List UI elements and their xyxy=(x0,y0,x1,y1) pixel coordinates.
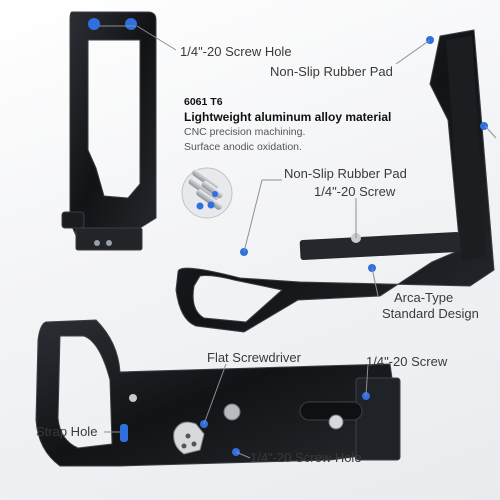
alloy-grade: 6061 T6 xyxy=(184,96,223,108)
callout-pad-top: Non-Slip Rubber Pad xyxy=(270,64,393,79)
callout-arca-line2: Standard Design xyxy=(382,306,479,321)
callout-screw-bottom: 1/4"-20 Screw xyxy=(366,354,448,369)
aluminum-rods-inset xyxy=(181,167,233,219)
material-heading: Lightweight aluminum alloy material xyxy=(184,110,392,124)
callout-top-screw-hole: 1/4"-20 Screw Hole xyxy=(180,44,292,59)
callout-strap-hole: Strap Hole xyxy=(36,424,98,439)
callout-pad-middle: Non-Slip Rubber Pad xyxy=(284,166,407,181)
cnc-note: CNC precision machining. xyxy=(184,126,306,138)
callout-screw-middle: 1/4"-20 Screw xyxy=(314,184,396,199)
callout-flat-screwdriver: Flat Screwdriver xyxy=(207,350,301,365)
leader-lines xyxy=(99,25,497,459)
side-plate xyxy=(61,11,157,251)
oxidation-note: Surface anodic oxidation. xyxy=(184,141,302,153)
callout-bottom-screw-hole: 1/4"-20 Screw Hole xyxy=(250,450,362,465)
callout-arca-line1: Arca-Type xyxy=(394,290,454,305)
bottom-plate xyxy=(35,319,401,467)
